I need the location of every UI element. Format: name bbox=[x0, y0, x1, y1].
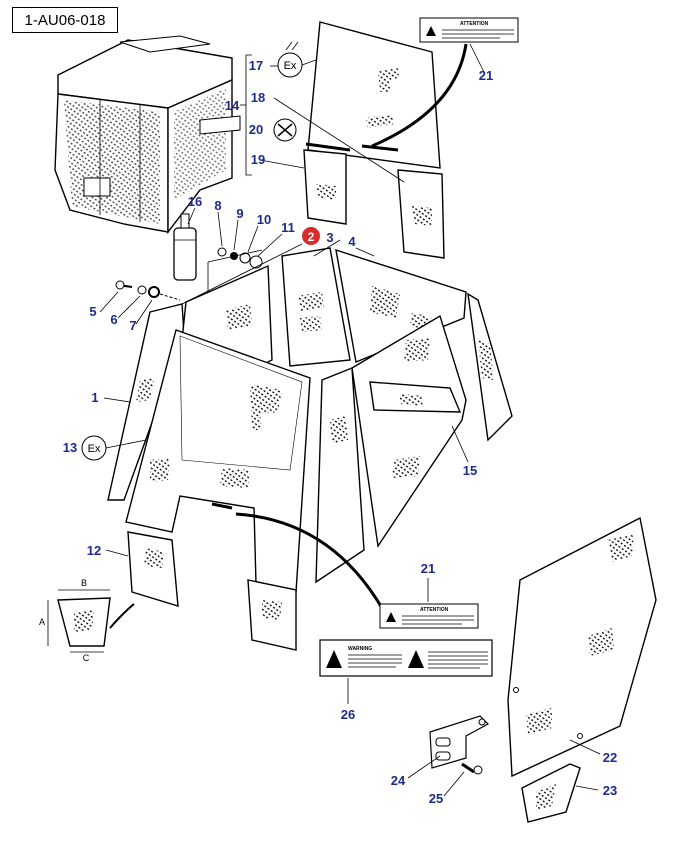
dimension-label-a: A bbox=[39, 617, 45, 627]
ex-symbol-17-text: Ex bbox=[284, 60, 297, 72]
washer-bottle-16 bbox=[173, 213, 197, 281]
reference-code: 1-AU06-018 bbox=[12, 7, 118, 33]
tractor-cab-illustration bbox=[54, 35, 241, 235]
callout-7: 7 bbox=[129, 318, 136, 333]
side-window-22 bbox=[507, 516, 657, 778]
warning-decal-26-title: WARNING bbox=[348, 646, 372, 652]
hammer-icon-20 bbox=[273, 118, 297, 142]
callout-24: 24 bbox=[391, 773, 406, 788]
callout-14: 14 bbox=[225, 98, 240, 113]
warning-decal-26: WARNING bbox=[319, 639, 493, 677]
callout-13: 13 bbox=[63, 440, 77, 455]
ex-symbol-13-text: Ex bbox=[88, 443, 101, 455]
callout-21-top: 21 bbox=[479, 68, 493, 83]
callout-18: 18 bbox=[251, 90, 265, 105]
callout-16: 16 bbox=[188, 194, 202, 209]
callout-17: 17 bbox=[249, 58, 263, 73]
rear-window-17 bbox=[305, 21, 441, 169]
small-pane-23 bbox=[521, 763, 581, 823]
callout-10: 10 bbox=[257, 212, 271, 227]
leader-lines bbox=[99, 43, 601, 797]
callout-15: 15 bbox=[463, 463, 477, 478]
hinge-bracket-24 bbox=[429, 715, 489, 769]
marker-2-number: 2 bbox=[308, 230, 315, 244]
fasteners-5-7 bbox=[115, 280, 181, 301]
callout-19: 19 bbox=[251, 152, 265, 167]
ex-symbol-13: Ex bbox=[81, 435, 147, 461]
callout-25: 25 bbox=[429, 791, 443, 806]
callout-20: 20 bbox=[249, 122, 263, 137]
callout-22: 22 bbox=[603, 750, 617, 765]
callout-3: 3 bbox=[326, 230, 333, 245]
warning-decal-lower: ATTENTION bbox=[379, 603, 479, 629]
callout-4: 4 bbox=[348, 234, 356, 249]
warning-decal-top-title: ATTENTION bbox=[460, 21, 489, 27]
cab-glass-assembly bbox=[107, 247, 513, 651]
callout-8: 8 bbox=[214, 198, 221, 213]
callout-11: 11 bbox=[281, 220, 295, 235]
dimension-label-b: B bbox=[81, 578, 87, 588]
bolt-25 bbox=[461, 762, 483, 775]
fasteners-8-11 bbox=[196, 247, 263, 315]
warning-decal-top: ATTENTION bbox=[371, 17, 519, 148]
callout-9: 9 bbox=[236, 206, 243, 221]
lower-rear-panes-19 bbox=[303, 149, 445, 259]
callout-26: 26 bbox=[341, 707, 355, 722]
callout-1: 1 bbox=[91, 390, 98, 405]
warning-decal-lower-title: ATTENTION bbox=[420, 607, 449, 613]
callout-5: 5 bbox=[89, 304, 96, 319]
callout-6: 6 bbox=[110, 312, 117, 327]
callout-23: 23 bbox=[603, 783, 617, 798]
callout-21-lower: 21 bbox=[421, 561, 435, 576]
dimension-label-c: C bbox=[83, 653, 90, 663]
callout-12: 12 bbox=[87, 543, 101, 558]
callout-numbers: 1 3 4 5 6 7 8 9 10 11 12 13 14 15 16 17 … bbox=[63, 58, 617, 806]
marker-2[interactable]: 2 bbox=[302, 227, 320, 245]
bracket-14 bbox=[245, 54, 252, 176]
dimension-sketch: B A C bbox=[39, 578, 135, 663]
ex-symbol-17: Ex bbox=[277, 41, 317, 78]
